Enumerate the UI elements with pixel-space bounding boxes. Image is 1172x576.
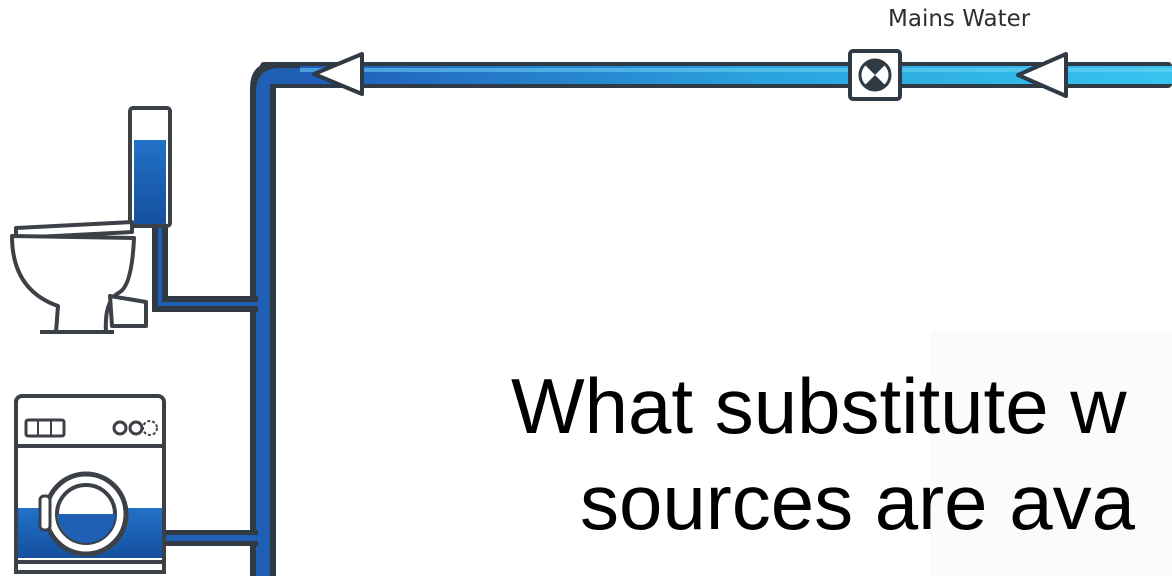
flow-arrow-icon	[312, 52, 364, 96]
flow-arrow-icon	[1016, 52, 1068, 98]
washer-branch-pipe	[164, 530, 258, 546]
water-meter-icon	[848, 49, 902, 101]
question-line-1: What substitute w	[511, 362, 1127, 450]
question-line-2: sources are ava	[580, 458, 1135, 546]
background-panel	[930, 330, 1172, 576]
washing-machine-icon	[14, 394, 166, 574]
question-text: What substitute w sources are ava	[0, 358, 1172, 576]
riser-pipe	[250, 62, 300, 576]
mains-water-label: Mains Water	[888, 6, 1031, 32]
mains-pipe	[260, 62, 1172, 88]
toilet-icon	[10, 106, 172, 334]
